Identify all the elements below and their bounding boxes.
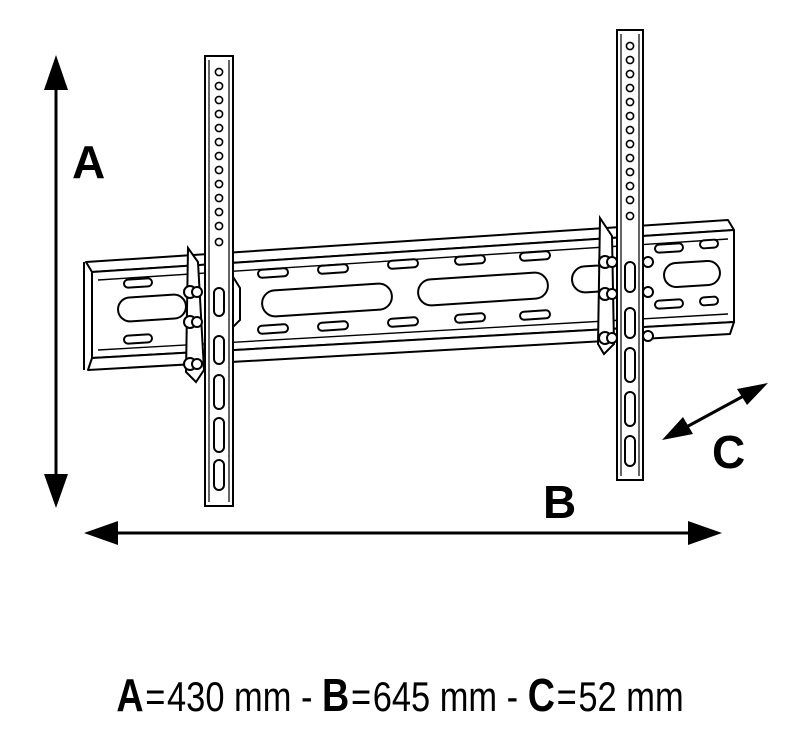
caption-separator: - — [506, 673, 519, 720]
wall-rail — [83, 219, 735, 371]
dimension-c-label: C — [712, 426, 745, 478]
caption-equals: = — [556, 673, 577, 720]
caption-equals: = — [350, 673, 372, 720]
caption-b-key: B — [322, 669, 350, 721]
caption-equals: = — [145, 673, 166, 720]
dimension-b-label: B — [543, 476, 576, 528]
dimension-c: C — [662, 383, 768, 478]
caption-c-key: C — [527, 669, 555, 721]
tv-wall-mount-diagram: A B C — [44, 29, 768, 545]
caption-c-value: 52 mm — [578, 673, 684, 720]
caption-a-key: A — [116, 669, 144, 721]
caption-a-value: 430 mm — [167, 673, 292, 720]
dimension-a: A — [44, 55, 105, 508]
dimension-a-label: A — [72, 136, 105, 188]
dimensions-caption: A=430 mm - B=645 mm - C=52 mm — [72, 668, 728, 722]
dimension-b: B — [84, 476, 722, 545]
rail-slots — [117, 238, 721, 345]
right-bracket-arm — [596, 29, 654, 481]
caption-separator: - — [300, 673, 313, 720]
left-bracket-arm — [183, 55, 241, 507]
caption-b-value: 645 mm — [372, 673, 498, 720]
